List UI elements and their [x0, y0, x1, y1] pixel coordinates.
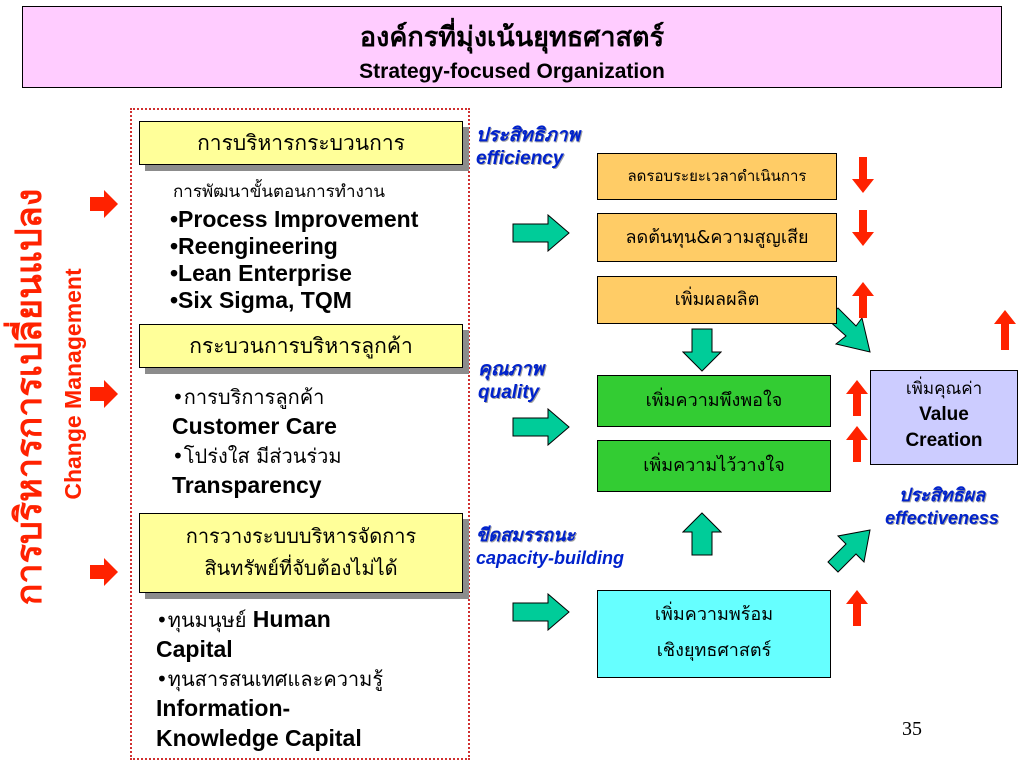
red-arrow-icon [90, 380, 118, 408]
section3-list: •ทุนมนุษย์ Human Capital •ทุนสารสนเทศและ… [156, 604, 383, 753]
effectiveness-thai: ประสิทธิผล [898, 485, 986, 506]
page-number: 35 [902, 718, 922, 740]
increase-satisfaction-box: เพิ่มความพึงพอใจ [597, 375, 831, 427]
efficiency-english: efficiency [476, 148, 564, 169]
red-up-arrow-icon [846, 426, 868, 462]
side-label-thai: การบริหารการเปลี่ยนแปลง [9, 188, 50, 606]
red-up-arrow-icon [852, 282, 874, 318]
section2-list: •การบริการลูกค้า Customer Care •โปร่งใส … [172, 384, 342, 500]
teal-arrow-icon [512, 214, 570, 252]
red-down-arrow-icon [852, 157, 874, 193]
efficiency-thai: ประสิทธิภาพ [476, 124, 580, 146]
list-item: •ทุนมนุษย์ Human [156, 604, 383, 634]
list-item: •Process Improvement [170, 206, 419, 232]
teal-diagonal-arrow-icon [827, 529, 871, 573]
capacity-thai: ขีดสมรรถนะ [476, 525, 576, 546]
capacity-label: ขีดสมรรถนะ capacity-building [476, 524, 624, 570]
red-down-arrow-icon [852, 210, 874, 246]
customer-management-header: กระบวนการบริหารลูกค้า [139, 324, 463, 368]
quality-english: quality [478, 382, 540, 403]
red-up-arrow-icon [846, 590, 868, 626]
efficiency-label: ประสิทธิภาพ efficiency [476, 124, 580, 170]
increase-trust-box: เพิ่มความไว้วางใจ [597, 440, 831, 492]
teal-up-arrow-icon [682, 512, 722, 556]
red-up-arrow-icon [846, 380, 868, 416]
section1-list: •Process Improvement •Reengineering •Lea… [170, 206, 418, 314]
title-banner: องค์กรที่มุ่งเน้นยุทธศาสตร์ Strategy-foc… [22, 6, 1002, 88]
list-item-thai: •ทุนมนุษย์ [156, 608, 247, 632]
intangible-assets-header: การวางระบบบริหารจัดการ สินทรัพย์ที่จับต้… [139, 513, 463, 593]
title-thai: องค์กรที่มุ่งเน้นยุทธศาสตร์ [359, 22, 665, 53]
strategic-readiness-box: เพิ่มความพร้อม เชิงยุทธศาสตร์ [597, 590, 831, 678]
list-item: •ทุนสารสนเทศและความรู้ [156, 667, 384, 691]
list-item: •โปร่งใส มีส่วนร่วม [172, 444, 342, 468]
list-item: Capital [156, 636, 233, 662]
teal-down-arrow-icon [682, 328, 722, 372]
list-item: Knowledge Capital [156, 725, 362, 751]
increase-productivity-box: เพิ่มผลผลิต [597, 276, 837, 324]
quality-thai: คุณภาพ [478, 358, 545, 380]
side-label-english: Change Management [60, 268, 86, 500]
box-line: เชิงยุทธศาสตร์ [656, 640, 772, 661]
list-item: Customer Care [172, 413, 337, 439]
list-item: •Reengineering [170, 233, 338, 259]
list-item: •การบริการลูกค้า [172, 385, 325, 409]
title-english: Strategy-focused Organization [359, 60, 665, 83]
list-item: •Lean Enterprise [170, 260, 352, 286]
red-up-arrow-icon [994, 310, 1016, 350]
teal-arrow-icon [512, 593, 570, 631]
teal-arrow-icon [512, 408, 570, 446]
initiatives-frame [130, 108, 470, 760]
value-english-line: Value [919, 404, 969, 425]
box-line: เพิ่มความพร้อม [654, 604, 774, 625]
header-line: การวางระบบบริหารจัดการ [185, 524, 417, 548]
red-arrow-icon [90, 190, 118, 218]
red-arrow-icon [90, 558, 118, 586]
reduce-cost-box: ลดต้นทุน&ความสูญเสีย [597, 213, 837, 262]
value-thai: เพิ่มคุณค่า [905, 379, 983, 399]
capacity-english: capacity-building [476, 548, 625, 568]
effectiveness-english: effectiveness [885, 508, 999, 528]
list-item: Transparency [172, 472, 322, 498]
reduce-cycle-time-box: ลดรอบระยะเวลาดำเนินการ [597, 153, 837, 200]
value-creation-box: เพิ่มคุณค่า Value Creation [870, 370, 1018, 465]
quality-label: คุณภาพ quality [478, 358, 544, 404]
list-item: •Six Sigma, TQM [170, 287, 352, 313]
section1-subtitle: การพัฒนาขั้นตอนการทำงาน [173, 182, 386, 202]
process-management-header: การบริหารกระบวนการ [139, 121, 463, 165]
list-item-english: Human [246, 606, 331, 632]
header-line: สินทรัพย์ที่จับต้องไม่ได้ [204, 556, 398, 580]
value-english-line: Creation [905, 430, 983, 451]
list-item: Information- [156, 695, 291, 721]
teal-diagonal-arrow-icon [825, 307, 871, 353]
effectiveness-label: ประสิทธิผล effectiveness [864, 484, 1020, 530]
